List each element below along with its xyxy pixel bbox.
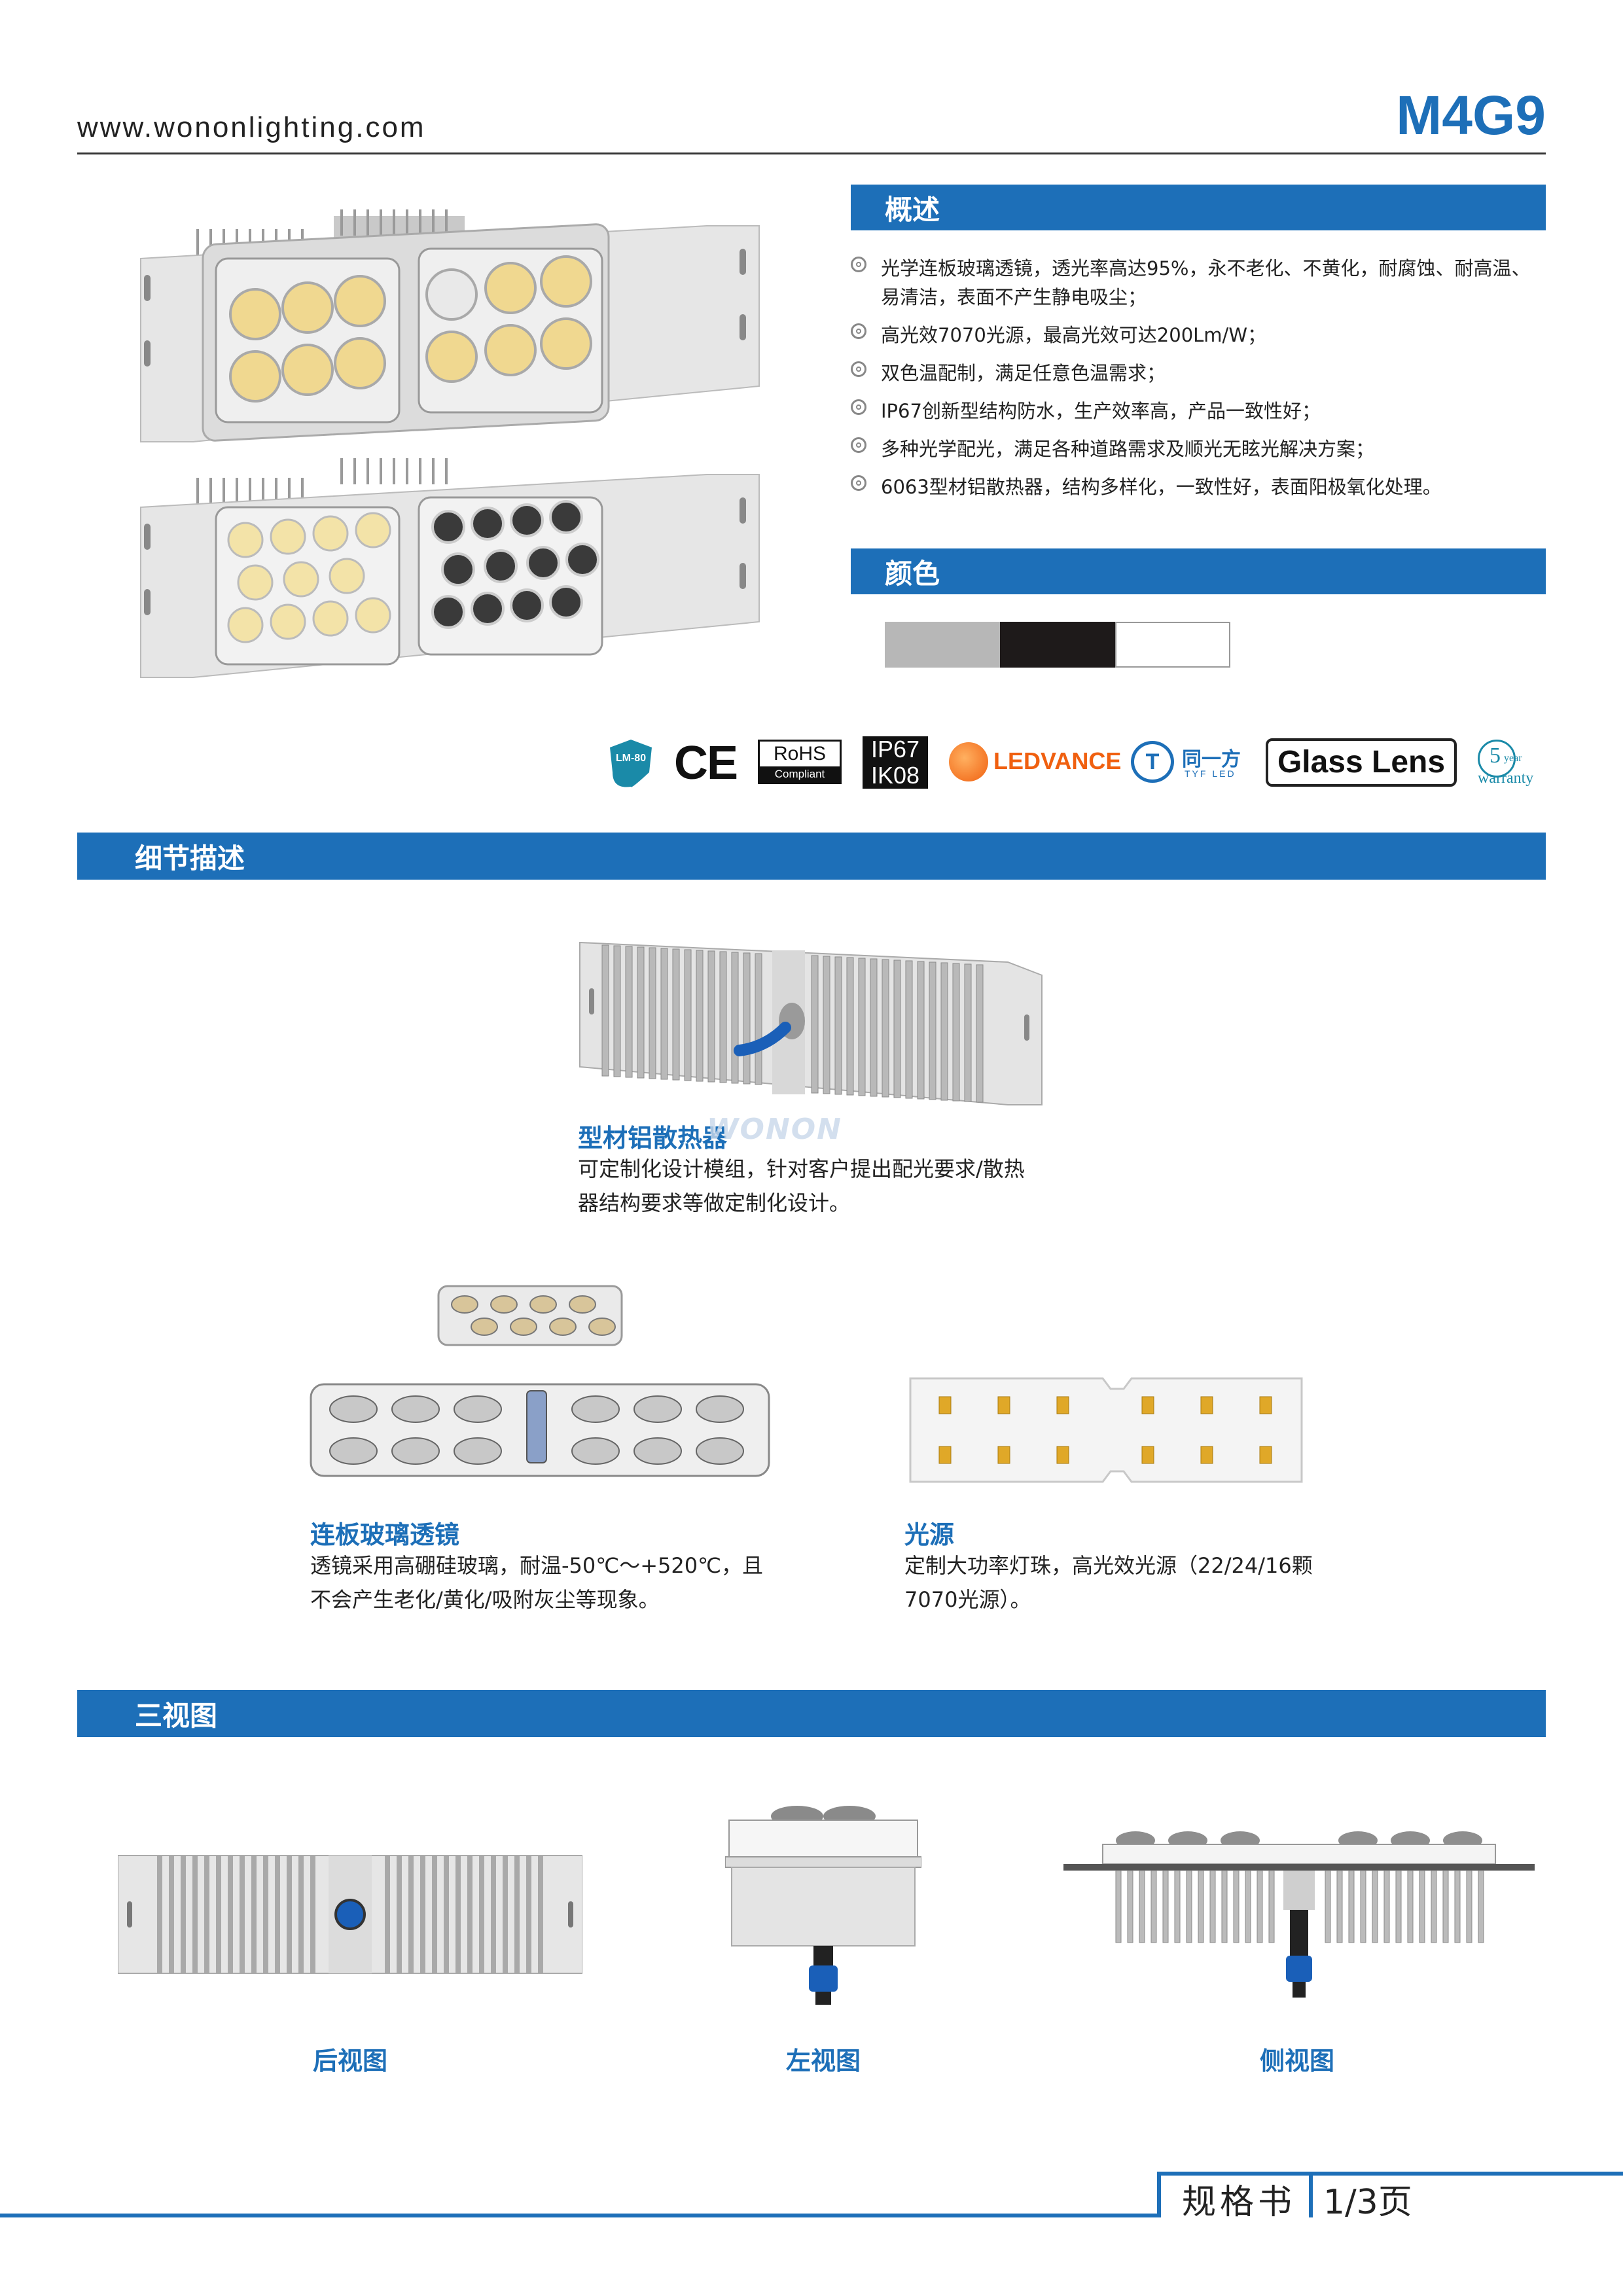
ip67-ik08-badge: IP67 IK08 xyxy=(863,736,928,789)
feature-item: 双色温配制，满足任意色温需求； xyxy=(851,359,1544,387)
overview-title: 概述 xyxy=(885,193,940,226)
rohs-badge: RoHS Compliant xyxy=(758,740,842,784)
module-bottom xyxy=(140,458,760,678)
footer-label: 规格书 xyxy=(1182,2183,1296,2222)
details-section-header: 细节描述 xyxy=(77,833,1546,880)
footer-line-right xyxy=(1161,2172,1623,2176)
glass-lens-badge: Glass Lens xyxy=(1266,738,1457,787)
color-swatch-grey xyxy=(885,622,1000,668)
header-divider xyxy=(77,152,1546,154)
heatsink-desc-line2: 器结构要求等做定制化设计。 xyxy=(578,1191,851,1215)
feature-item: 6063型材铝散热器，结构多样化，一致性好，表面阳极氧化处理。 xyxy=(851,473,1544,501)
module-top xyxy=(140,209,760,442)
wonon-watermark: WONON xyxy=(707,1113,842,1146)
model-number: M4G9 xyxy=(1396,84,1546,146)
back-view-image xyxy=(118,1855,582,1974)
product-hero-image xyxy=(140,209,760,678)
light-source-desc-line2: 7070光源）。 xyxy=(904,1587,1031,1612)
feature-list: 光学连板玻璃透镜，透光率高达95%，永不老化、不黄化，耐腐蚀、耐高温、易清洁，表… xyxy=(851,254,1544,511)
back-view-caption: 后视图 xyxy=(312,2047,387,2075)
views-section-header: 三视图 xyxy=(77,1690,1546,1737)
color-section-header: 颜色 xyxy=(851,548,1546,594)
lens-desc-line1: 透镜采用高硼硅玻璃，耐温-50℃～+520℃，且 xyxy=(310,1553,764,1578)
left-view-caption: 左视图 xyxy=(785,2047,861,2075)
light-source-title: 光源 xyxy=(904,1520,955,1549)
light-source-desc-line1: 定制大功率灯珠，高光效光源（22/24/16颗 xyxy=(904,1553,1313,1578)
color-swatch-black xyxy=(1000,622,1115,668)
tyf-en-name: TYF LED xyxy=(1185,768,1236,779)
footer-page-number: 1/3页 xyxy=(1323,2183,1412,2222)
warranty-ring-icon xyxy=(1478,740,1516,778)
footer-divider-left xyxy=(1157,2172,1161,2217)
color-swatch-white xyxy=(1115,622,1230,668)
ce-mark-icon: CE xyxy=(674,737,738,789)
heatsink-desc-line1: 可定制化设计模组，针对客户提出配光要求/散热 xyxy=(578,1157,1025,1181)
footer-divider-right xyxy=(1309,2172,1313,2217)
bullet-icon xyxy=(851,361,866,377)
side-view-caption: 侧视图 xyxy=(1259,2047,1334,2075)
bullet-icon xyxy=(851,399,866,415)
lm80-icon: LM-80 xyxy=(606,738,656,788)
website-url[interactable]: www.wononlighting.com xyxy=(77,111,426,143)
lens-title: 连板玻璃透镜 xyxy=(310,1520,460,1549)
overview-section-header: 概述 xyxy=(851,185,1546,230)
bullet-icon xyxy=(851,475,866,491)
feature-item: 高光效7070光源，最高光效可达200Lm/W； xyxy=(851,321,1544,350)
heatsink-title: 型材铝散热器 xyxy=(578,1124,728,1153)
heatsink-image xyxy=(579,941,1043,1105)
bullet-icon xyxy=(851,257,866,272)
light-source-pcb-image xyxy=(909,1377,1303,1483)
warranty-badge: 5 year warranty xyxy=(1475,740,1547,787)
ledvance-text: LEDVANCE xyxy=(993,747,1122,774)
feature-item: 多种光学配光，满足各种道路需求及顺光无眩光解决方案； xyxy=(851,435,1544,463)
tyf-cn-name: 同一方 xyxy=(1182,749,1241,770)
bullet-icon xyxy=(851,323,866,339)
ledvance-logo-icon xyxy=(949,742,988,781)
footer-line-left xyxy=(0,2214,1157,2217)
views-title: 三视图 xyxy=(135,1699,218,1732)
details-title: 细节描述 xyxy=(135,842,245,874)
glass-lens-image xyxy=(310,1285,770,1477)
tyf-logo-icon: T xyxy=(1131,741,1174,783)
feature-item: IP67创新型结构防水，生产效率高，产品一致性好； xyxy=(851,397,1544,425)
side-view-image xyxy=(1063,1831,1535,1998)
color-title: 颜色 xyxy=(885,557,940,590)
left-view-image xyxy=(725,1806,921,2005)
bullet-icon xyxy=(851,437,866,453)
lens-desc-line2: 不会产生老化/黄化/吸附灰尘等现象。 xyxy=(310,1587,660,1612)
feature-item: 光学连板玻璃透镜，透光率高达95%，永不老化、不黄化，耐腐蚀、耐高温、易清洁，表… xyxy=(851,254,1544,312)
